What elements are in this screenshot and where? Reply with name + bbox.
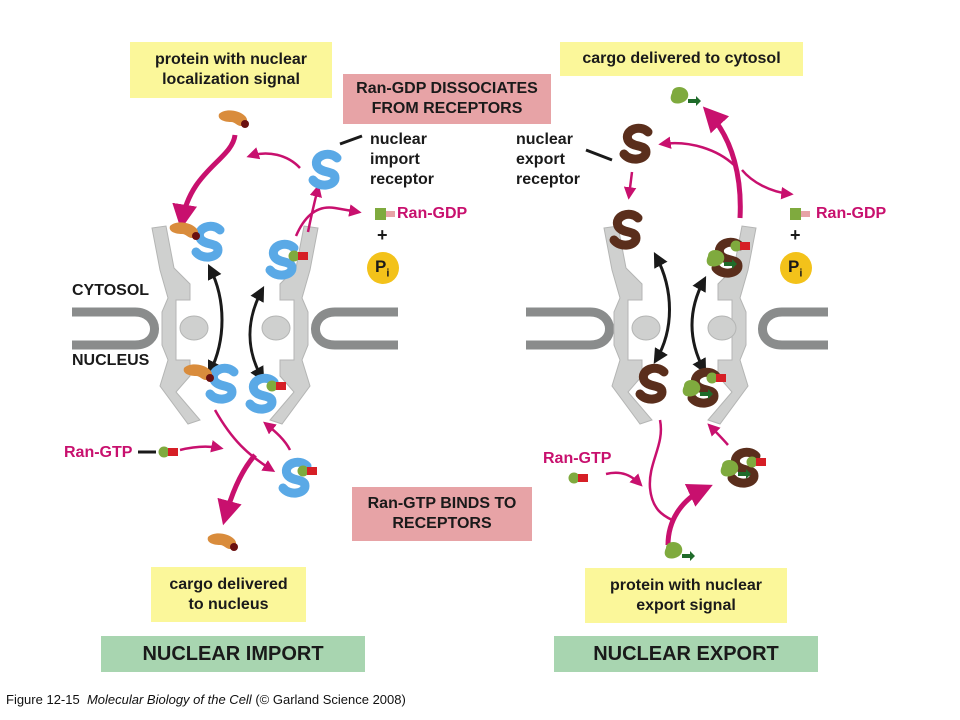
import-cargo-label-box: protein with nuclear localization signal bbox=[130, 42, 332, 98]
binds-box: Ran-GTP BINDS TO RECEPTORS bbox=[352, 487, 532, 541]
export-membrane-left bbox=[526, 307, 614, 350]
import-pi-label: Pi bbox=[375, 257, 390, 280]
export-translocation-arrow-2 bbox=[690, 276, 707, 374]
import-ran-gtp-label: Ran-GTP bbox=[64, 444, 133, 461]
import-ran-gdp-arrow bbox=[294, 204, 362, 237]
import-title: NUCLEAR IMPORT bbox=[101, 636, 365, 672]
import-ran-gtp-arrow bbox=[179, 440, 224, 453]
export-ran-gdp-molecule bbox=[790, 208, 810, 220]
import-delivered-line2: to nucleus bbox=[188, 595, 269, 613]
import-cargo-label-line2: localization signal bbox=[162, 71, 300, 88]
export-nuclear-pore bbox=[603, 225, 757, 425]
dissociates-line2: FROM RECEPTORS bbox=[371, 100, 523, 117]
export-panel bbox=[526, 87, 828, 561]
export-plus: + bbox=[790, 225, 801, 245]
figure-caption: Figure 12-15 Molecular Biology of the Ce… bbox=[6, 692, 406, 707]
export-cargo-label-box: protein with nuclear export signal bbox=[585, 568, 787, 623]
import-complex-top bbox=[169, 222, 220, 257]
export-ran-gtp-molecule bbox=[568, 472, 588, 484]
import-membrane-left bbox=[72, 307, 159, 350]
export-receptor-path-arrow bbox=[648, 419, 673, 522]
export-membrane-right bbox=[758, 307, 828, 350]
import-plus: + bbox=[377, 225, 388, 245]
import-receptor-return-arrow bbox=[263, 421, 292, 451]
import-translocation-arrow-2 bbox=[248, 286, 265, 382]
dissociates-box: Ran-GDP DISSOCIATES FROM RECEPTORS bbox=[343, 74, 551, 124]
caption-rights: (© Garland Science 2008) bbox=[255, 692, 406, 707]
export-cargo-arrow bbox=[665, 483, 713, 546]
export-complex-enter-arrow bbox=[707, 423, 729, 446]
import-complex-bottom bbox=[183, 364, 234, 399]
import-receptor-recycle-arrow bbox=[246, 147, 301, 169]
export-pi-label: Pi bbox=[788, 257, 803, 280]
export-receptor-free bbox=[624, 128, 648, 159]
export-complex-nucleus bbox=[720, 452, 766, 483]
export-delivery-arrow bbox=[702, 106, 743, 219]
export-title: NUCLEAR EXPORT bbox=[554, 636, 818, 672]
export-delivered-label: cargo delivered to cytosol bbox=[582, 50, 781, 67]
export-complex-bottom bbox=[682, 372, 726, 403]
nucleus-label: NUCLEUS bbox=[72, 352, 150, 369]
export-pi-circle bbox=[780, 252, 812, 284]
import-cargo-arrow bbox=[172, 134, 238, 230]
import-cargo-free bbox=[218, 110, 249, 128]
import-receptor-pointer bbox=[339, 134, 363, 146]
import-delivered-line1: cargo delivered bbox=[169, 575, 288, 593]
caption-book-title: Molecular Biology of the Cell bbox=[86, 692, 252, 707]
export-receptor-recycle-arrow bbox=[658, 136, 735, 166]
export-receptor-nucleus bbox=[640, 368, 664, 399]
export-receptor-pointer bbox=[585, 148, 613, 162]
import-cargo-label-line1: protein with nuclear bbox=[154, 51, 307, 68]
export-cargo-label-line1: protein with nuclear bbox=[609, 576, 762, 594]
import-delivery-arrow bbox=[217, 453, 257, 526]
import-ran-gtp-molecule bbox=[158, 446, 178, 458]
export-delivered-box: cargo delivered to cytosol bbox=[560, 42, 803, 76]
import-receptor-ran-nucleus bbox=[283, 462, 317, 493]
import-panel bbox=[72, 110, 399, 551]
binds-line1: Ran-GTP BINDS TO bbox=[367, 495, 517, 512]
import-receptor-label: nuclear import receptor bbox=[370, 131, 435, 188]
import-pi-circle bbox=[367, 252, 399, 284]
import-receptor-free bbox=[313, 154, 337, 185]
export-receptor-cytosol bbox=[614, 214, 638, 245]
export-receptor-label: nuclear export receptor bbox=[516, 131, 581, 188]
export-ran-gdp-label: Ran-GDP bbox=[816, 205, 887, 222]
export-receptor-enter-arrow bbox=[623, 171, 637, 200]
import-delivered-box: cargo delivered to nucleus bbox=[151, 567, 306, 622]
import-ran-gdp-label: Ran-GDP bbox=[397, 205, 468, 222]
export-cargo-nucleus bbox=[664, 542, 695, 561]
import-membrane-right bbox=[311, 307, 398, 350]
import-receptor-release-arrow bbox=[213, 409, 276, 472]
export-ran-gtp-label: Ran-GTP bbox=[543, 450, 612, 467]
export-translocation-arrow-1 bbox=[653, 252, 671, 364]
import-translocation-arrow-1 bbox=[207, 263, 224, 377]
cytosol-label: CYTOSOL bbox=[72, 282, 150, 299]
import-receptor-ran-bottom bbox=[250, 378, 286, 409]
export-ran-gtp-arrow bbox=[605, 471, 643, 487]
dissociates-line1: Ran-GDP DISSOCIATES bbox=[356, 80, 538, 97]
import-ran-gdp-molecule bbox=[375, 208, 395, 220]
export-cargo-delivered bbox=[670, 87, 701, 106]
binds-line2: RECEPTORS bbox=[392, 515, 492, 532]
import-cargo-delivered bbox=[207, 533, 238, 551]
export-ran-gdp-arrow bbox=[741, 169, 794, 200]
import-receptor-out-arrow bbox=[306, 184, 322, 233]
caption-figure-number: Figure 12-15 bbox=[6, 692, 80, 707]
export-cargo-label-line2: export signal bbox=[636, 596, 736, 614]
